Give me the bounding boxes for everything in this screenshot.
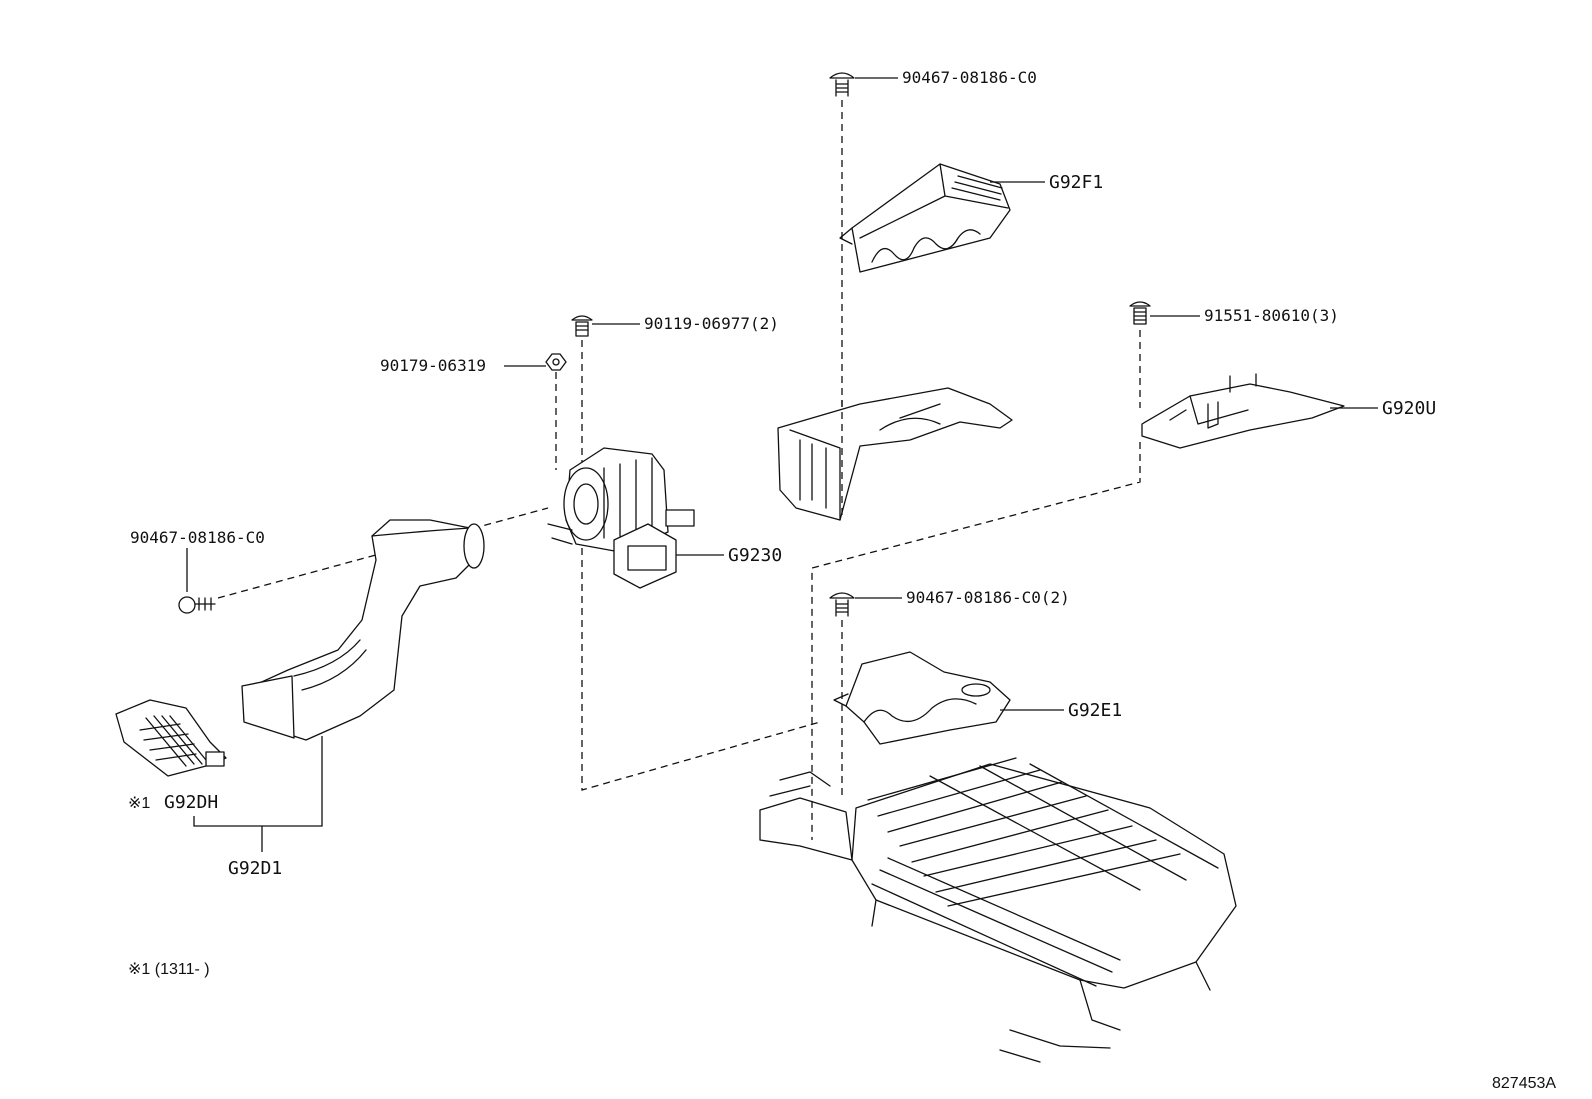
clip-icon-left (178, 596, 216, 614)
blower-g9230-icon (547, 447, 695, 589)
bolt-icon-right (1129, 301, 1151, 325)
duct-g92d1-icon (241, 519, 485, 741)
figure-id: 827453A (1492, 1075, 1556, 1092)
bracket-g920u-icon (1141, 373, 1345, 449)
duct-g92e1-icon (833, 651, 1011, 745)
label-screw-2: 90119-06977(2) (644, 314, 779, 333)
cover-g92f1-icon (839, 163, 1011, 273)
duct-base-icon (777, 387, 1013, 521)
nut-icon (545, 353, 567, 371)
label-nut: 90179-06319 (380, 356, 486, 375)
label-marker: ※1 (128, 795, 150, 812)
label-g9230: G9230 (728, 545, 782, 566)
label-g92f1: G92F1 (1049, 172, 1103, 193)
battery-pack-icon (759, 757, 1237, 1063)
clip-icon-top (829, 72, 855, 97)
label-clip-mid: 90467-08186-C0(2) (906, 588, 1070, 607)
label-clip-left: 90467-08186-C0 (130, 528, 265, 547)
label-g920u: G920U (1382, 398, 1436, 419)
label-bolt-3: 91551-80610(3) (1204, 306, 1339, 325)
label-g92dh: G92DH (164, 792, 218, 813)
label-g92e1: G92E1 (1068, 700, 1122, 721)
label-g92d1: G92D1 (228, 858, 282, 879)
inlet-g92dh-icon (115, 699, 227, 777)
label-clip-top: 90467-08186-C0 (902, 68, 1037, 87)
clip-icon-mid (829, 592, 855, 617)
footnote: ※1 (1311- ) (128, 961, 210, 978)
screw-icon (571, 315, 593, 337)
